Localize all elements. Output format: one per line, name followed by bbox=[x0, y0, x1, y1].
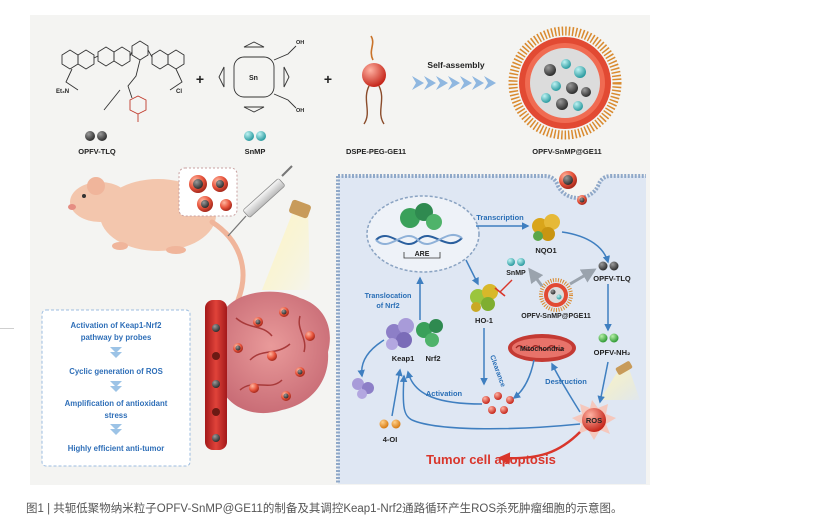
nrf2-protein bbox=[416, 319, 443, 347]
release-snmp-arrow bbox=[528, 267, 544, 287]
snmp-acid-label: OH bbox=[296, 108, 304, 114]
light-source-icon bbox=[600, 361, 640, 400]
opfv-tlq-cell-particle bbox=[598, 261, 608, 271]
pathway-chevron-icon bbox=[110, 347, 122, 358]
opfv-tlq-atom-label-left: Et₃N bbox=[56, 89, 69, 95]
destruction-arrow bbox=[551, 362, 581, 413]
injection-inset bbox=[178, 167, 238, 217]
plus-sign: + bbox=[196, 71, 204, 87]
pathway-step-1-line-1: Activation of Keap1-Nrf2 bbox=[71, 321, 163, 330]
translocation-label-line-2: of Nrf2 bbox=[376, 301, 399, 310]
pathway-step-2: Cyclic generation of ROS bbox=[69, 367, 163, 376]
destruction-label: Destruction bbox=[545, 377, 587, 386]
four-oi-particle bbox=[379, 419, 389, 429]
snmp-cell-label: SnMP bbox=[506, 270, 526, 277]
keap1-release-arrow bbox=[357, 339, 385, 378]
snmp-acid-label: OH bbox=[296, 40, 304, 46]
opfv-tlq-particle bbox=[85, 131, 95, 141]
ros-burst bbox=[572, 400, 616, 440]
ros-cluster bbox=[482, 392, 514, 414]
pathway-chevron-icon bbox=[110, 381, 122, 392]
dspe-peg-ge11-label: DSPE-PEG-GE11 bbox=[346, 147, 406, 156]
pathway-step-1-line-2: pathway by probes bbox=[81, 333, 152, 342]
nqo1-to-opfv-tlq-arrow bbox=[561, 231, 610, 264]
opfv-tlq-cell-particle bbox=[609, 261, 619, 271]
nrf2-on-dna bbox=[400, 203, 442, 230]
figure-caption: 图1 | 共轭低聚物纳米粒子OPFV-SnMP@GE11的制备及其调控Keap1… bbox=[26, 503, 623, 515]
ros-label: ROS bbox=[586, 416, 602, 425]
activation-label: Activation bbox=[426, 389, 463, 398]
translocation-label-line-1: Translocation bbox=[365, 291, 412, 300]
opfv-tlq-particle bbox=[97, 131, 107, 141]
four-oi-particle bbox=[391, 419, 401, 429]
snmp-structure bbox=[218, 41, 297, 113]
apoptosis-arrow bbox=[497, 431, 581, 465]
mito-to-ros-arrow bbox=[512, 359, 535, 399]
keap1-label: Keap1 bbox=[392, 354, 415, 363]
transcription-label: Transcription bbox=[476, 213, 524, 222]
pathway-step-3-line-2: stress bbox=[105, 411, 129, 420]
release-opfv-arrow bbox=[569, 268, 597, 286]
apoptosis-label: Tumor cell apoptosis bbox=[426, 452, 556, 467]
opfv-tlq-structure bbox=[61, 40, 185, 122]
ho1-label: HO-1 bbox=[475, 316, 493, 325]
opfv-nh2-particle bbox=[609, 333, 619, 343]
mitochondria-label: Mitochondria bbox=[520, 346, 564, 353]
snmp-cell-particle bbox=[507, 258, 515, 266]
opfv-snmp-pge11-label: OPFV-SnMP@PGE11 bbox=[521, 313, 591, 320]
nrf2-label: Nrf2 bbox=[425, 354, 440, 363]
four-oi-arrow bbox=[391, 368, 403, 417]
are-bracket bbox=[403, 252, 441, 259]
opfv-nh2-particle bbox=[598, 333, 608, 343]
nucleus bbox=[366, 195, 480, 273]
snmp-inhibits-ho1 bbox=[499, 279, 513, 293]
ho1-protein bbox=[470, 284, 498, 312]
tumor-nanoparticles bbox=[233, 307, 315, 401]
opfv-tlq-cell-label: OPFV-TLQ bbox=[593, 274, 631, 283]
endocytosis-nanoparticles bbox=[559, 171, 587, 205]
opfv-nh2-label: OPFV-NH₂ bbox=[594, 348, 631, 357]
snmp-label: SnMP bbox=[245, 147, 266, 156]
ros-feedback-arrow bbox=[399, 374, 581, 430]
pathway-step-3-line-1: Amplification of antioxidant bbox=[65, 399, 168, 408]
keap1-released bbox=[352, 378, 374, 399]
activation-arrow bbox=[405, 370, 483, 405]
inhibition-bar bbox=[494, 287, 506, 297]
opfv-tlq-atom-label-right: Cl bbox=[176, 89, 182, 95]
are-label: ARE bbox=[415, 251, 430, 258]
four-oi-label: 4-OI bbox=[383, 435, 398, 444]
nucleus-to-ho1-arrow bbox=[465, 259, 479, 286]
pathway-chevron-icon bbox=[110, 424, 122, 435]
keap1-protein bbox=[386, 318, 414, 350]
opfv-snmp-ge11-nanoparticle bbox=[508, 26, 622, 140]
page-divider bbox=[0, 328, 14, 329]
mitochondria bbox=[508, 334, 576, 362]
snmp-particle bbox=[256, 131, 266, 141]
nh2-to-ros-arrow bbox=[597, 361, 609, 404]
blood-vessel bbox=[205, 300, 227, 450]
snmp-tin-symbol: Sn bbox=[249, 75, 258, 82]
self-assembly-label: Self-assembly bbox=[427, 60, 484, 70]
plus-sign: + bbox=[324, 71, 332, 87]
syringe-icon bbox=[227, 165, 293, 237]
self-assembly-arrow bbox=[412, 76, 496, 90]
pathway-step-4: Highly efficient anti-tumor bbox=[68, 444, 165, 453]
opfv-snmp-pge11-particle bbox=[539, 278, 573, 312]
snmp-particle bbox=[244, 131, 254, 141]
dspe-peg-ge11-structure bbox=[362, 35, 386, 125]
snmp-cell-particle bbox=[517, 258, 525, 266]
light-beam-icon bbox=[262, 199, 311, 290]
opfv-tlq-label: OPFV-TLQ bbox=[78, 147, 116, 156]
nqo1-label: NQO1 bbox=[535, 246, 556, 255]
nqo1-protein bbox=[532, 214, 560, 241]
opfv-snmp-ge11-label: OPFV-SnMP@GE11 bbox=[532, 147, 601, 156]
dna-helix bbox=[375, 234, 463, 246]
